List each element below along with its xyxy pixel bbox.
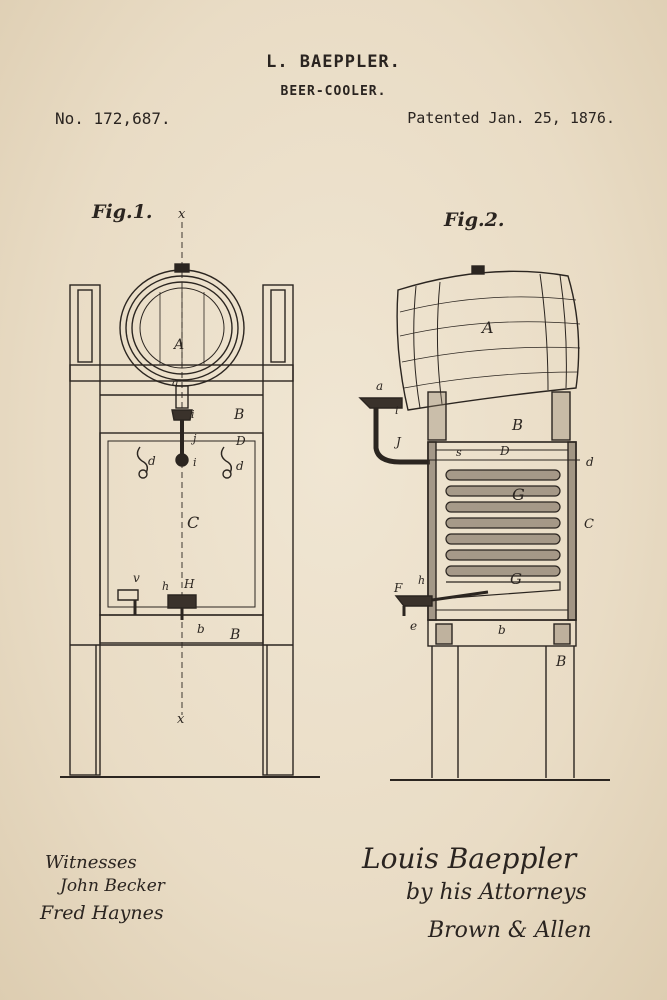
fig1-tap-body xyxy=(171,409,193,421)
fig1-letter-B2: B xyxy=(229,627,240,643)
fig2-outlet-pipe xyxy=(431,590,489,602)
fig2-upper-post-left xyxy=(427,391,447,441)
fig1-letter-i2: i xyxy=(193,456,197,469)
fig2-barrel-stave xyxy=(399,321,581,337)
fig2-letter-d: d xyxy=(586,455,594,469)
fig1-letter-A: A xyxy=(172,337,184,353)
witness-signature-2: Fred Haynes xyxy=(40,902,164,924)
fig2-letter-B: B xyxy=(511,416,523,434)
fig2-barrel-hoop xyxy=(436,281,443,405)
fig1-letter-C: C xyxy=(187,513,199,532)
fig2-barrel-stave xyxy=(401,346,581,363)
fig1-hook-ring xyxy=(138,469,148,479)
fig2-letter-D: D xyxy=(499,444,510,458)
fig1-left-post-panel xyxy=(77,289,93,363)
fig1-letter-B: B xyxy=(233,407,244,423)
attorneys-line: by his Attorneys xyxy=(406,880,587,905)
fig1-drawing: Fig.1. x x xyxy=(60,201,320,778)
fig1-letter-i1: i xyxy=(191,408,195,421)
fig2-letter-A: A xyxy=(480,318,494,337)
fig1-top-rail xyxy=(69,364,294,382)
fig1-letter-h: h xyxy=(162,580,169,593)
patent-title: BEER-COOLER. xyxy=(280,84,387,99)
patent-date: Patented Jan. 25, 1876. xyxy=(407,109,615,127)
fig2-upper-post-right xyxy=(551,391,571,441)
fig2-letter-C: C xyxy=(584,517,594,532)
fig2-box-wall xyxy=(567,441,577,621)
fig1-label: Fig.1. xyxy=(91,201,152,223)
fig2-label: Fig.2. xyxy=(443,209,504,231)
inventor-signature: Louis Baeppler xyxy=(362,842,577,875)
fig1-letter-H: H xyxy=(183,577,195,591)
fig1-faucet-left xyxy=(117,589,139,601)
fig1-axis-bottom: x xyxy=(177,712,185,727)
fig2-base-block xyxy=(553,623,571,645)
fig2-cooler-box xyxy=(427,441,577,621)
fig1-letter-d2: d xyxy=(236,459,244,473)
fig1-axis-top: x xyxy=(178,207,186,222)
fig1-right-post-panel xyxy=(270,289,286,363)
fig1-barrel-hoop xyxy=(131,281,233,375)
fig1-tap xyxy=(175,385,189,409)
fig2-letter-B2: B xyxy=(555,654,566,670)
patent-number: No. 172,687. xyxy=(55,109,171,128)
fig2-tap xyxy=(358,397,403,409)
fig1-hook-left xyxy=(136,446,149,474)
fig2-letter-e: e xyxy=(410,619,417,633)
fig2-letter-a: a xyxy=(376,379,383,393)
fig1-letter-b: b xyxy=(197,622,205,636)
fig2-barrel xyxy=(396,270,580,411)
fig2-barrel-bung xyxy=(471,265,485,275)
fig2-pipe xyxy=(373,408,430,465)
attorneys-signature: Brown & Allen xyxy=(428,918,592,943)
fig2-letter-i: i xyxy=(395,404,399,417)
fig1-letter-a: a xyxy=(172,376,179,389)
fig2-barrel-stave xyxy=(399,296,577,313)
fig2-drawing: Fig.2. xyxy=(358,209,610,781)
fig2-letter-F: F xyxy=(393,581,403,595)
fig1-faucet-center xyxy=(167,594,197,609)
fig1-letter-d1: d xyxy=(148,454,156,468)
inventor-name: L. BAEPPLER. xyxy=(266,52,401,72)
fig2-coil xyxy=(445,469,561,599)
witnesses-label: Witnesses xyxy=(45,852,137,873)
fig2-box-wall xyxy=(427,441,437,621)
fig2-letter-J: J xyxy=(393,435,402,449)
fig2-barrel-hoop xyxy=(539,273,549,391)
fig1-letter-v: v xyxy=(133,571,140,585)
fig1-hook-right xyxy=(220,446,233,474)
fig2-letter-s: s xyxy=(456,446,462,459)
fig1-letter-j: j xyxy=(190,432,197,445)
fig1-barrel-bung xyxy=(174,263,190,273)
fig2-letter-G1: G xyxy=(512,485,525,504)
fig2-letter-G2: G xyxy=(510,570,522,588)
fig1-pipe-joint xyxy=(175,453,189,467)
witness-signature-1: John Becker xyxy=(60,876,165,896)
fig2-base xyxy=(427,619,577,647)
fig2-letter-h: h xyxy=(418,574,425,587)
fig1-letter-D: D xyxy=(235,434,246,448)
fig2-barrel-stave xyxy=(403,371,579,389)
fig1-hook-ring xyxy=(222,469,232,479)
fig2-faucet xyxy=(394,595,433,607)
fig2-base-block xyxy=(435,623,453,645)
fig2-letter-b: b xyxy=(498,623,506,637)
fig1-barrel-hoop xyxy=(125,275,239,381)
fig2-barrel-hoop xyxy=(559,274,567,389)
fig2-barrel-hoop xyxy=(413,285,421,409)
